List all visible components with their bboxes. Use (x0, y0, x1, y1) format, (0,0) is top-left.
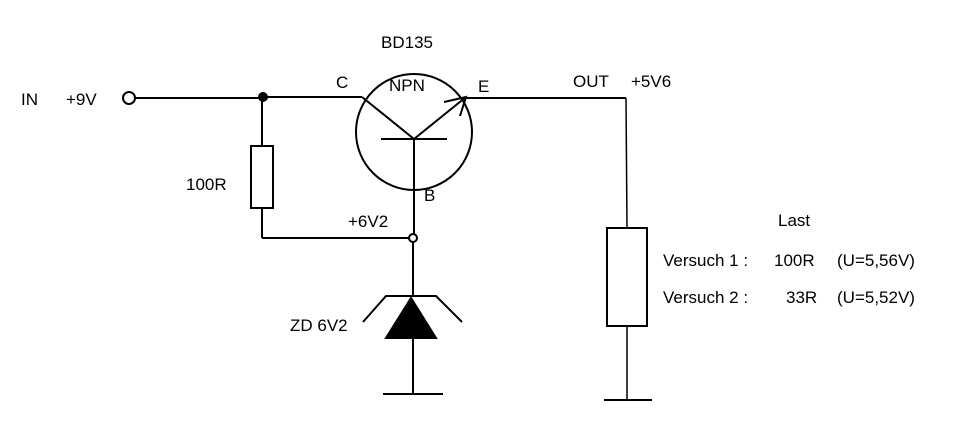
label-out-voltage: +5V6 (631, 72, 671, 91)
label-npn: NPN (389, 76, 425, 95)
load-lead-top (625, 97, 628, 229)
label-base: B (424, 186, 435, 205)
label-in-voltage: +9V (66, 90, 97, 109)
label-test2-value: 33R (786, 288, 817, 307)
label-base-voltage: +6V2 (348, 212, 388, 231)
label-test2-result: (U=5,52V) (837, 288, 915, 307)
label-in: IN (21, 90, 38, 109)
label-resistor: 100R (186, 175, 227, 194)
label-test2: Versuch 2 : (663, 288, 748, 307)
label-test1-value: 100R (774, 251, 815, 270)
label-collector: C (336, 73, 348, 92)
zener-cathode-bar (362, 295, 463, 323)
resistor-100r (250, 145, 274, 209)
label-load-title: Last (778, 211, 810, 230)
zener-diode-triangle (384, 296, 438, 339)
input-terminal (122, 91, 136, 105)
label-test1: Versuch 1 : (663, 251, 748, 270)
transistor-emitter-lead (413, 96, 467, 140)
label-zener: ZD 6V2 (290, 316, 348, 335)
label-emitter: E (478, 77, 489, 96)
transistor-collector-lead (361, 96, 415, 140)
load-resistor (606, 227, 648, 327)
junction-dot-input (258, 92, 268, 102)
label-test1-result: (U=5,56V) (837, 251, 915, 270)
label-out: OUT (573, 72, 609, 91)
label-transistor: BD135 (381, 33, 433, 52)
junction-node-base (408, 233, 418, 243)
